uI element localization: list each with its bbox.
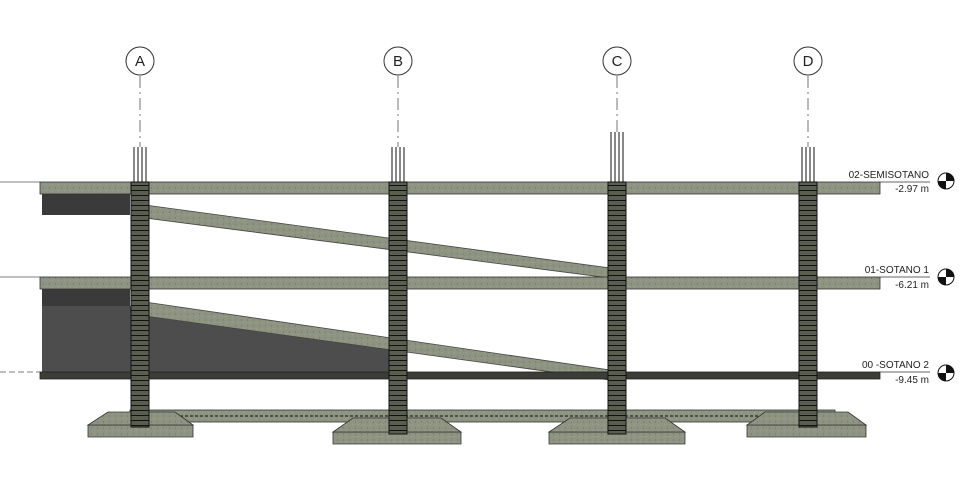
grid-label-d: D xyxy=(803,53,814,70)
level-tag-semisotano: 02-SEMISOTANO -2.97 m xyxy=(849,170,955,195)
slabs xyxy=(39,181,881,380)
grid-lines xyxy=(139,76,809,147)
level-marker-icon xyxy=(937,364,955,382)
level-marker-icon xyxy=(937,172,955,190)
rebar-starters xyxy=(133,132,815,182)
columns xyxy=(130,181,818,435)
column-c xyxy=(607,181,627,435)
grid-bubble-c: C xyxy=(602,46,632,76)
grid-bubble-d: D xyxy=(793,46,823,76)
grid-bubble-b: B xyxy=(383,46,413,76)
level-elev-semisotano: -2.97 m xyxy=(895,184,929,195)
slab-sotano-1 xyxy=(39,276,881,290)
level-name-sotano-2: 00 -SOTANO 2 xyxy=(862,360,929,371)
level-name-sotano-1: 01-SOTANO 1 xyxy=(865,265,930,276)
column-a xyxy=(130,181,150,428)
level-tag-sotano-2: 00 -SOTANO 2 -9.45 m xyxy=(862,360,955,386)
level-marker-icon xyxy=(937,268,955,286)
grid-bubble-a: A xyxy=(125,46,155,76)
level-elev-sotano-2: -9.45 m xyxy=(895,375,929,386)
column-b xyxy=(388,181,408,435)
level-tag-sotano-1: 01-SOTANO 1 -6.21 m xyxy=(865,265,955,291)
grid-label-c: C xyxy=(612,53,623,70)
tie-beam xyxy=(129,409,836,423)
grid-label-b: B xyxy=(393,53,403,70)
column-d xyxy=(798,181,818,428)
level-lines-left xyxy=(0,181,40,373)
level-name-semisotano: 02-SEMISOTANO xyxy=(849,170,930,181)
grid-label-a: A xyxy=(135,53,145,70)
slab-semisotano xyxy=(39,181,881,195)
level-elev-sotano-1: -6.21 m xyxy=(895,280,929,291)
slab-sotano-2 xyxy=(39,371,881,380)
